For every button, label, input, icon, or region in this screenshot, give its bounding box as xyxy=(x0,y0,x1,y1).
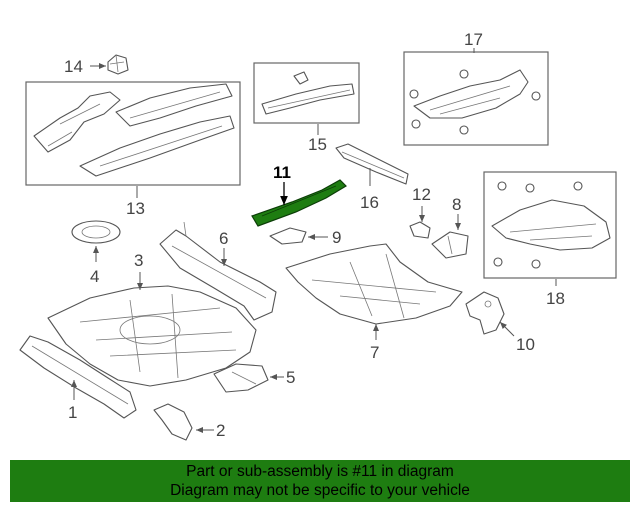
callout-1[interactable]: 1 xyxy=(68,403,77,422)
part-7-rear-floor-pan[interactable] xyxy=(285,243,463,325)
part-11-highlighted[interactable] xyxy=(251,179,347,227)
group-box-15 xyxy=(253,62,360,124)
banner-line-2: Diagram may not be specific to your vehi… xyxy=(170,482,470,499)
callout-4[interactable]: 4 xyxy=(90,267,99,286)
callout-9[interactable]: 9 xyxy=(332,228,341,247)
group-box-18 xyxy=(483,171,617,279)
callout-16[interactable]: 16 xyxy=(360,193,379,212)
part-16-rail[interactable] xyxy=(335,143,409,185)
callout-12[interactable]: 12 xyxy=(412,185,431,204)
part-10-bracket[interactable] xyxy=(465,291,505,335)
highlight-banner: Part or sub-assembly is #11 in diagram D… xyxy=(10,460,630,502)
part-8-bracket[interactable] xyxy=(431,231,469,259)
part-17-under-cover[interactable] xyxy=(409,69,541,135)
banner-line-1: Part or sub-assembly is #11 in diagram xyxy=(186,463,454,480)
callout-6[interactable]: 6 xyxy=(219,229,228,248)
part-9-bracket[interactable] xyxy=(269,227,307,245)
part-5-bracket[interactable] xyxy=(213,363,269,393)
part-3-floor-pan[interactable] xyxy=(47,285,257,387)
parts-diagram: 14 13 15 17 11 16 xyxy=(19,30,617,441)
part-15-side-member[interactable] xyxy=(261,71,355,115)
callout-11[interactable]: 11 xyxy=(273,163,291,182)
callout-14[interactable]: 14 xyxy=(64,57,83,76)
callout-10[interactable]: 10 xyxy=(516,335,535,354)
callout-3[interactable]: 3 xyxy=(134,251,143,270)
callout-13[interactable]: 13 xyxy=(126,199,145,218)
part-1-rocker[interactable] xyxy=(19,335,137,419)
callout-18[interactable]: 18 xyxy=(546,289,565,308)
part-4-spare-tire-cover[interactable] xyxy=(71,220,121,244)
part-14-bracket[interactable] xyxy=(107,54,129,75)
callout-15[interactable]: 15 xyxy=(308,135,327,154)
callout-2[interactable]: 2 xyxy=(216,421,225,440)
part-13-rear-frame-assembly[interactable] xyxy=(33,83,235,177)
part-2-bracket[interactable] xyxy=(153,403,193,441)
callout-8[interactable]: 8 xyxy=(452,195,461,214)
part-6-crossmember[interactable] xyxy=(159,221,277,321)
callout-5[interactable]: 5 xyxy=(286,368,295,387)
part-12-bracket[interactable] xyxy=(409,221,431,239)
group-box-13 xyxy=(25,81,241,186)
callout-7[interactable]: 7 xyxy=(370,343,379,362)
callout-17[interactable]: 17 xyxy=(464,30,483,49)
part-18-under-cover[interactable] xyxy=(491,181,611,269)
group-box-17 xyxy=(403,51,549,146)
